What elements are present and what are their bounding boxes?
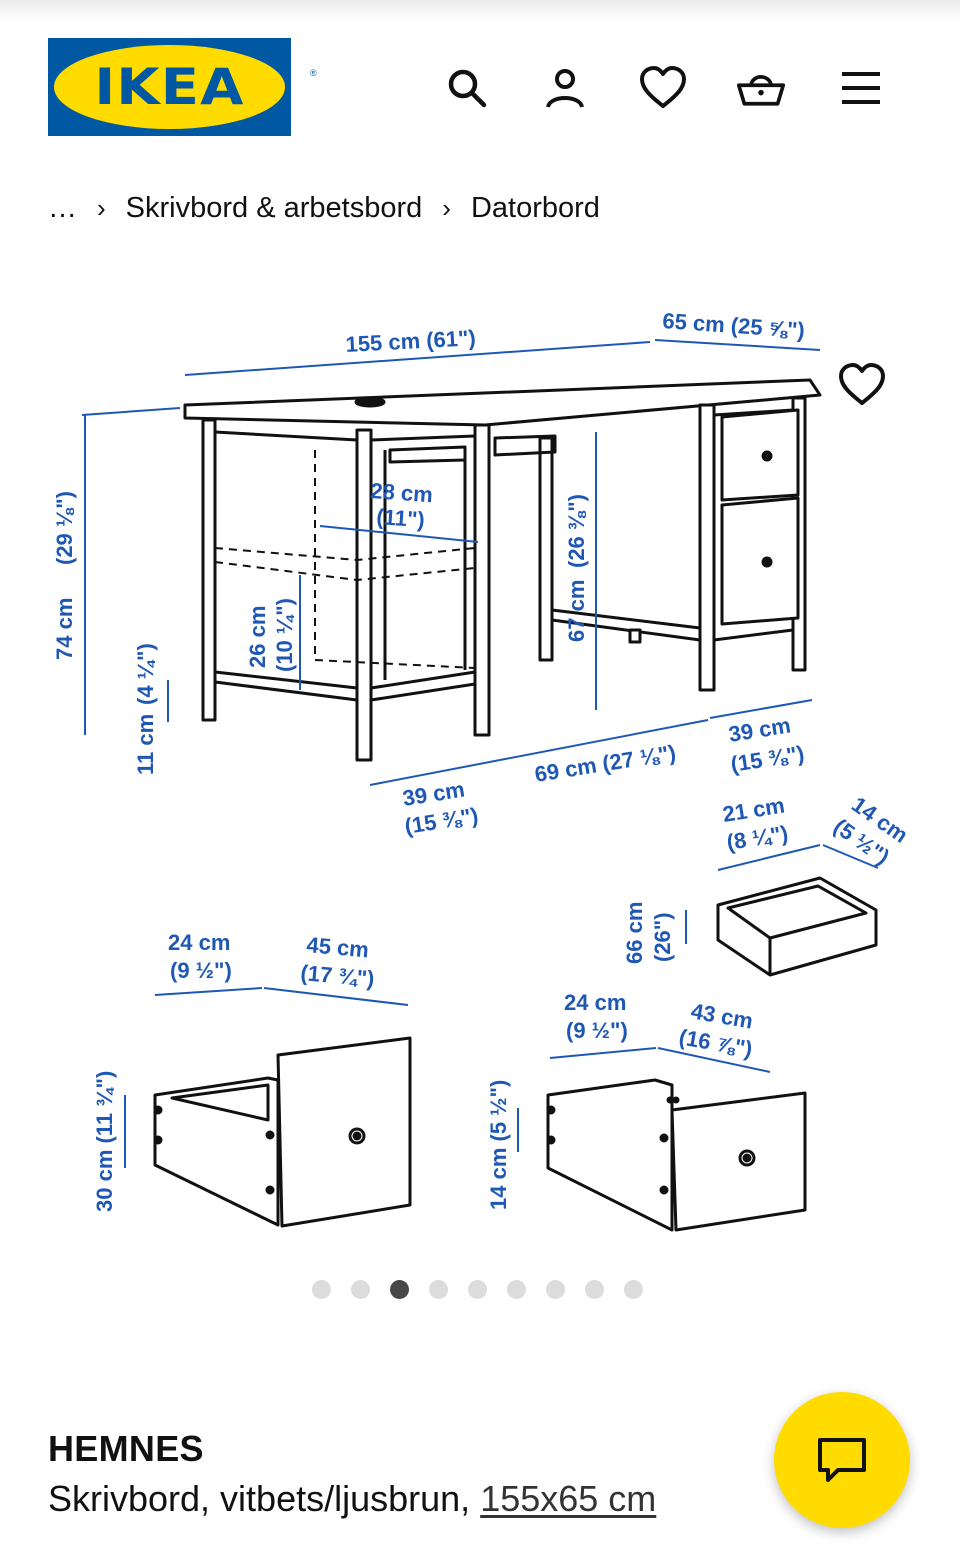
dim-small-drawer-height-in: (26") xyxy=(650,912,675,962)
dim-mid-drawer-width-cm: 24 cm xyxy=(564,990,626,1015)
dim-mid-drawer-width-in: (9 ½") xyxy=(566,1018,628,1043)
dim-right-section-in: (15 ⅜") xyxy=(729,741,806,777)
chat-button[interactable] xyxy=(774,1392,910,1528)
gallery-dot-active[interactable] xyxy=(390,1280,409,1299)
breadcrumb-separator: › xyxy=(442,192,451,223)
breadcrumb: … › Skrivbord & arbetsbord › Datorbord xyxy=(48,190,600,226)
breadcrumb-computer-desks[interactable]: Datorbord xyxy=(470,191,600,224)
gallery-dot[interactable] xyxy=(429,1280,448,1299)
product-size-link[interactable]: 155x65 cm xyxy=(480,1478,657,1519)
gallery-dot[interactable] xyxy=(468,1280,487,1299)
dim-floor-clearance-in: (4 ¼") xyxy=(133,643,158,705)
dim-knee-height-in: (26 ⅜") xyxy=(564,494,589,568)
user-icon[interactable] xyxy=(540,63,590,113)
product-description: Skrivbord, vitbets/ljusbrun, 155x65 cm xyxy=(48,1478,656,1520)
dim-desk-height-cm: 74 cm xyxy=(52,598,77,660)
dim-knee-height-cm: 67 cm xyxy=(564,580,589,642)
gallery-pagination xyxy=(312,1280,643,1299)
dim-desk-depth: 65 cm (25 ⅝") xyxy=(662,308,806,343)
product-name: HEMNES xyxy=(48,1428,204,1469)
dim-mid-drawer-height: 14 cm (5 ½") xyxy=(486,1080,511,1210)
gallery-dot[interactable] xyxy=(351,1280,370,1299)
gallery-dot[interactable] xyxy=(546,1280,565,1299)
basket-icon[interactable] xyxy=(736,63,786,113)
product-summary: HEMNES Skrivbord, vitbets/ljusbrun, 155x… xyxy=(48,1428,656,1520)
dim-desk-height-in: (29 ⅛") xyxy=(52,491,77,565)
breadcrumb-desks[interactable]: Skrivbord & arbetsbord xyxy=(125,191,423,224)
dim-large-drawer-depth-in: (17 ¾") xyxy=(300,960,376,991)
menu-icon[interactable] xyxy=(836,63,886,113)
gallery-dot[interactable] xyxy=(624,1280,643,1299)
dim-large-drawer-width-in: (9 ½") xyxy=(170,958,232,983)
dim-large-drawer-width-cm: 24 cm xyxy=(168,930,230,955)
gallery-dot[interactable] xyxy=(507,1280,526,1299)
search-icon[interactable] xyxy=(442,63,492,113)
dim-large-drawer-height: 30 cm (11 ¾") xyxy=(92,1071,117,1212)
dim-right-section-cm: 39 cm xyxy=(727,712,793,746)
product-dimension-image[interactable]: 155 cm (61") 65 cm (25 ⅝") 74 cm (29 ⅛")… xyxy=(40,300,920,1260)
gallery-dot[interactable] xyxy=(585,1280,604,1299)
dim-shelf-height-cm: 26 cm xyxy=(245,606,270,668)
chat-bubble-icon xyxy=(818,1438,866,1482)
logo-oval xyxy=(54,45,285,129)
logo-text: IKEA xyxy=(94,58,245,116)
status-bar-shade xyxy=(0,0,960,22)
dim-middle-section: 69 cm (27 ⅛") xyxy=(533,740,678,787)
dim-small-drawer-width-in: (8 ¼") xyxy=(725,821,790,855)
logo-registered-mark: ® xyxy=(310,68,317,78)
dim-floor-clearance-cm: 11 cm xyxy=(133,714,158,775)
ikea-logo[interactable]: IKEA ® xyxy=(48,38,317,136)
product-description-text: Skrivbord, vitbets/ljusbrun, xyxy=(48,1478,481,1519)
dim-desk-width: 155 cm (61") xyxy=(345,325,476,357)
gallery-dot[interactable] xyxy=(312,1280,331,1299)
dim-small-drawer-height-cm: 66 cm xyxy=(622,902,647,964)
heart-icon[interactable] xyxy=(638,63,688,113)
breadcrumb-separator: › xyxy=(97,192,106,223)
dim-shelf-height-in: (10 ¼") xyxy=(272,598,297,672)
dim-shelf-depth-cm: 28 cm xyxy=(370,478,434,507)
dim-shelf-depth-in: (11") xyxy=(376,504,426,532)
site-header: IKEA ® xyxy=(0,38,960,138)
dim-large-drawer-depth-cm: 45 cm xyxy=(306,932,370,962)
breadcrumb-ellipsis[interactable]: … xyxy=(48,191,77,224)
save-to-list-heart-icon[interactable] xyxy=(838,362,886,410)
